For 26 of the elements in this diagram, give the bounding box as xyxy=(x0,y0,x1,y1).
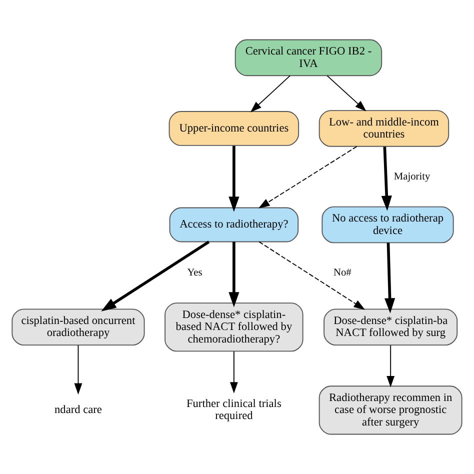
arrow xyxy=(386,344,395,388)
arrow xyxy=(74,344,82,395)
node-box: Radiotherapy recommen in case of worse prognostic after surgery xyxy=(318,386,462,435)
node-box: Cervical cancer FIGO IB2 - IVA xyxy=(234,39,382,76)
node-box: Access to radiotherapy? xyxy=(169,207,299,242)
node-text: Further clinical trials required xyxy=(186,398,282,422)
arrow xyxy=(381,146,392,211)
arrow xyxy=(228,242,240,308)
node-box: Upper-income countries xyxy=(168,111,300,146)
arrow xyxy=(101,240,210,312)
arrow xyxy=(258,241,366,310)
edge-label: No# xyxy=(333,268,352,278)
node-box: Dose-dense* cisplatin-based NACT followed by chemoradiotherapy? xyxy=(164,302,304,352)
arrow xyxy=(250,75,291,112)
node-box: Dose-dense* cisplatin-ba NACT followed by surg xyxy=(324,308,458,346)
arrow xyxy=(230,351,238,394)
arrow xyxy=(384,242,396,314)
arrow xyxy=(326,75,366,112)
node-box: Low- and middle-incom countries xyxy=(318,110,450,147)
node-text: ndard care xyxy=(54,404,102,416)
edge-label: Majority xyxy=(394,171,430,182)
arrow xyxy=(258,146,358,208)
arrow xyxy=(228,146,240,212)
node-box: cisplatin-based oncurrent oradiotherapy xyxy=(12,308,145,346)
node-box: No access to radiotherap device xyxy=(322,206,454,244)
edge-label: Yes xyxy=(187,268,202,278)
